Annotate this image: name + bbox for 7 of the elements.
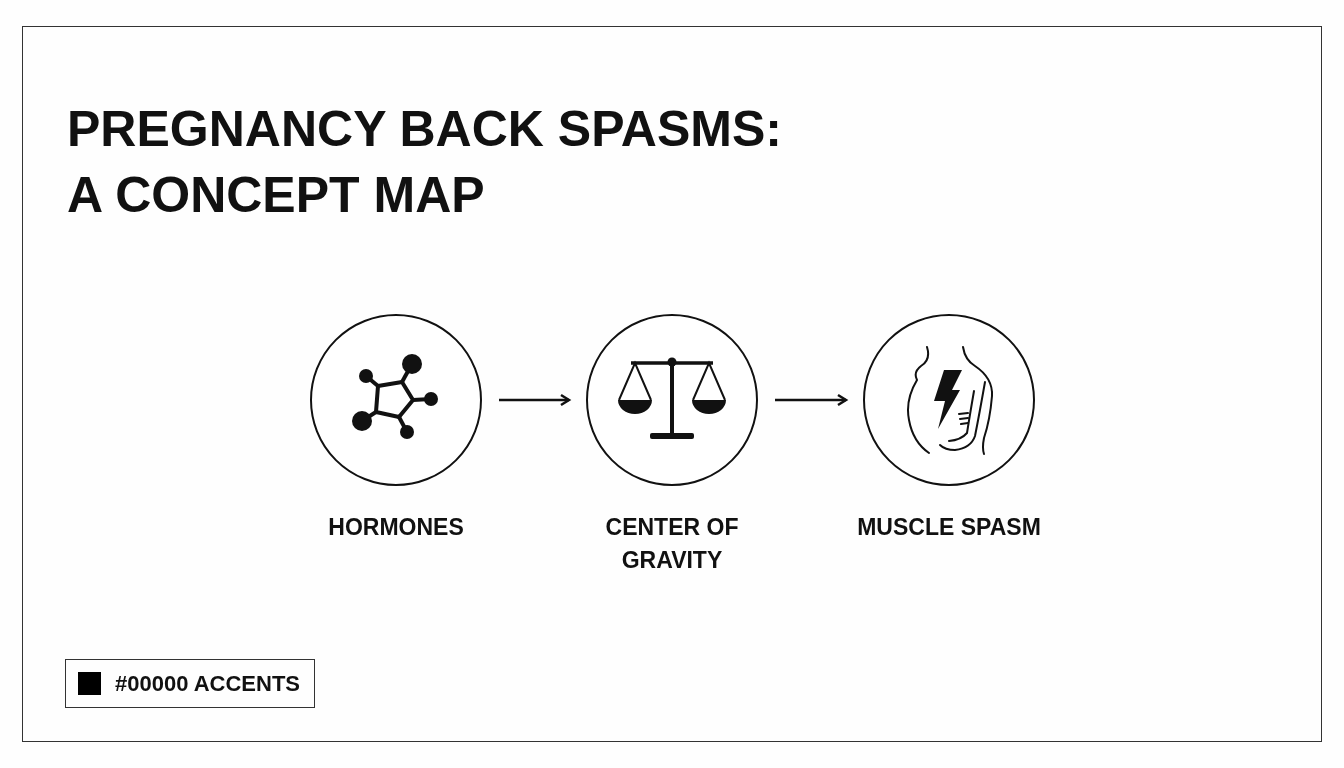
legend-label: #00000 ACCENTS [115, 670, 301, 697]
arrow [499, 393, 571, 407]
arrow [775, 393, 848, 407]
concept-label: CENTER OF GRAVITY [604, 513, 740, 575]
diagram-title: PREGNANCY BACK SPASMS: A CONCEPT MAP [67, 100, 783, 225]
concept-label: HORMONES [328, 513, 464, 542]
concept-label: MUSCLE SPASM [857, 513, 1041, 542]
